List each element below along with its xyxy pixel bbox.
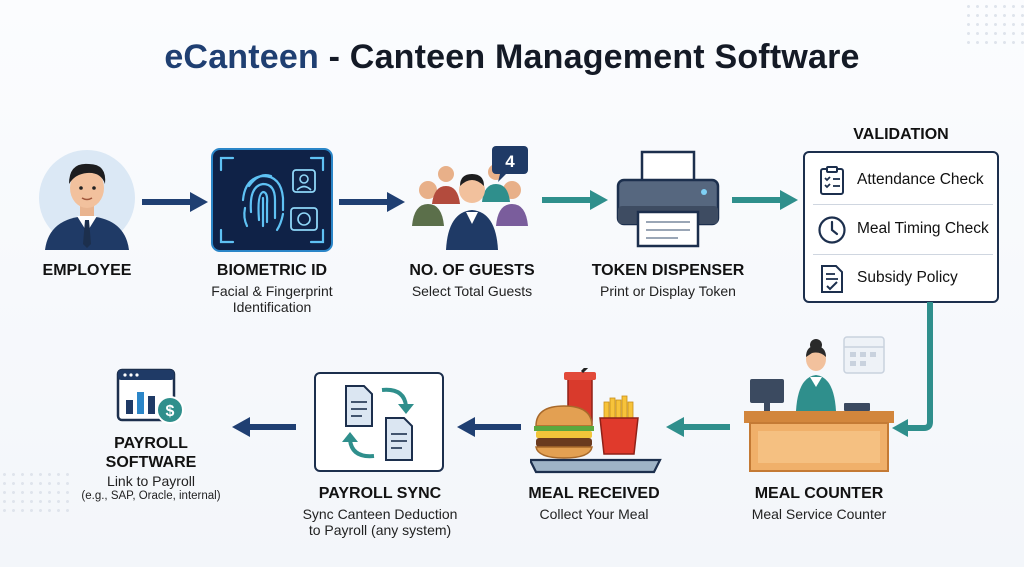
validation-divider	[813, 254, 993, 255]
guests-sub: Select Total Guests	[411, 283, 533, 299]
sync-node: PAYROLL SYNC Sync Canteen Deduction to P…	[290, 484, 470, 538]
svg-text:$: $	[166, 403, 175, 420]
token-sub: Print or Display Token	[600, 283, 736, 299]
arrow-biometric-to-guests	[339, 192, 405, 212]
arrow-employee-to-biometric	[142, 192, 208, 212]
counter-node: MEAL COUNTER Meal Service Counter	[734, 484, 904, 522]
clock-icon	[818, 216, 846, 244]
validation-item-label: Subsidy Policy	[857, 269, 958, 286]
decor-dots-bottom	[0, 470, 70, 514]
validation-divider	[813, 204, 993, 205]
token-node: TOKEN DISPENSER Print or Display Token	[582, 261, 754, 299]
sync-panel	[314, 372, 444, 472]
arrow-counter-to-received	[666, 417, 730, 437]
received-label: MEAL RECEIVED	[528, 485, 660, 502]
page-title: eCanteen - Canteen Management Software	[0, 38, 1024, 77]
validation-item: Attendance Check	[805, 155, 997, 205]
sync-label: PAYROLL SYNC	[318, 485, 442, 502]
policy-document-icon	[821, 265, 843, 293]
received-node: MEAL RECEIVED Collect Your Meal	[512, 484, 676, 522]
arrow-sync-to-payroll	[232, 417, 296, 437]
sync-sub-1: Sync Canteen Deduction	[302, 506, 458, 522]
arrow-validation-to-counter	[892, 302, 933, 437]
payroll-software-icon: $	[116, 368, 184, 424]
payroll-sub: Link to Payroll	[107, 473, 195, 489]
meal-tray-icon	[530, 368, 662, 474]
biometric-node: BIOMETRIC ID Facial & Fingerprint Identi…	[192, 261, 352, 315]
title-rest: - Canteen Management Software	[328, 38, 860, 76]
payroll-small: (e.g., SAP, Oracle, internal)	[81, 490, 221, 502]
biometric-sub-1: Facial & Fingerprint	[211, 283, 333, 299]
received-sub: Collect Your Meal	[539, 506, 649, 522]
validation-panel: Attendance Check Meal Timing Check Subsi…	[803, 151, 999, 303]
guests-group-icon: 4	[412, 146, 528, 250]
meal-counter-icon	[744, 336, 894, 472]
title-brand: eCanteen	[164, 38, 319, 76]
counter-label: MEAL COUNTER	[754, 485, 884, 502]
guests-label: NO. OF GUESTS	[409, 262, 535, 279]
checklist-icon	[820, 166, 844, 195]
validation-title: VALIDATION	[853, 126, 949, 143]
payroll-label-2: SOFTWARE	[105, 454, 197, 471]
document-sync-icon	[342, 385, 414, 461]
validation-item: Meal Timing Check	[805, 204, 997, 254]
counter-sub: Meal Service Counter	[751, 506, 887, 522]
arrow-received-to-sync	[457, 417, 521, 437]
employee-avatar-icon	[39, 150, 135, 250]
employee-node: EMPLOYEE	[20, 261, 154, 280]
validation-item-label: Attendance Check	[857, 171, 984, 188]
biometric-sub-2: Identification	[232, 299, 312, 315]
token-label: TOKEN DISPENSER	[591, 262, 745, 279]
validation-item: Subsidy Policy	[805, 253, 997, 303]
employee-label: EMPLOYEE	[42, 262, 132, 279]
sync-sub-2: to Payroll (any system)	[308, 522, 452, 538]
arrow-token-to-validation	[732, 190, 798, 210]
arrow-guests-to-token	[542, 190, 608, 210]
payroll-label-1: PAYROLL	[114, 435, 188, 452]
payroll-node: PAYROLL SOFTWARE Link to Payroll (e.g., …	[68, 434, 234, 503]
biometric-scanner-icon	[211, 148, 333, 252]
validation-item-label: Meal Timing Check	[857, 220, 989, 237]
biometric-label: BIOMETRIC ID	[216, 262, 328, 279]
printer-icon	[616, 150, 720, 248]
guests-node: NO. OF GUESTS Select Total Guests	[392, 261, 552, 299]
decor-dots-top	[964, 2, 1024, 46]
guests-badge-count: 4	[505, 152, 515, 171]
